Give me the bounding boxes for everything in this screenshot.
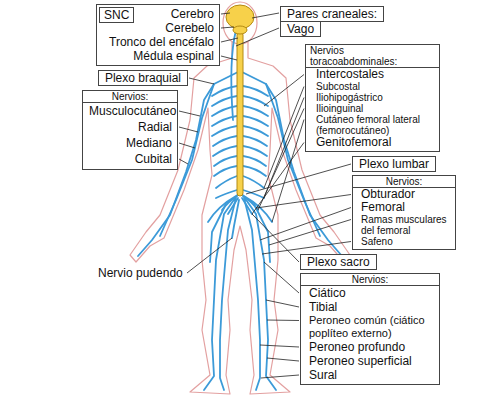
- plexus-box: Plexo sacro: [300, 254, 377, 270]
- leg-nerves: [204, 194, 238, 390]
- cns-box: SNCCerebroCerebeloTronco del encéfaloMéd…: [96, 4, 220, 66]
- heading-text: Nervios:: [301, 274, 439, 285]
- heading-text: Pares craneales:: [281, 7, 383, 21]
- nerve-name: Radial: [83, 119, 177, 135]
- group-heading: Nervios:: [301, 274, 439, 286]
- heading-text: Nervios toracoabdominales:: [306, 45, 414, 67]
- nerve-list-box: Nervios toracoabdominales:IntercostalesS…: [305, 44, 440, 152]
- nerve-name: Médula espinal: [97, 49, 219, 63]
- nerve-label: Nervio pudendo: [96, 266, 185, 280]
- nerve-name: Obturador: [353, 188, 455, 201]
- leader-line: [252, 214, 299, 378]
- leader-line: [252, 75, 304, 223]
- nerve-name: Ciático: [301, 286, 439, 300]
- nerve-name: Peroneo profundo: [301, 340, 439, 354]
- group-box: Pares craneales:: [280, 6, 384, 22]
- intercostal-nerves: [212, 86, 237, 188]
- nerve-name: Vago: [281, 22, 320, 36]
- nerve-name: Mediano: [83, 135, 177, 151]
- cerebellum: [233, 26, 247, 34]
- spinal-cord: [237, 32, 243, 196]
- nerve-name: Sural: [301, 368, 439, 382]
- cns-tag: SNC: [99, 7, 134, 23]
- group-heading: Nervios:: [353, 176, 455, 188]
- pudendal-nerve: [232, 200, 239, 238]
- nerve-name: Tronco del encéfalo: [97, 35, 219, 49]
- nerve-name: Ilioinguinal: [306, 103, 439, 114]
- group-heading: Nervios toracoabdominales:: [306, 45, 439, 68]
- nerve-name: Peroneo superficial: [301, 354, 439, 368]
- nerve-box: Vago: [280, 21, 321, 37]
- nerve-name: Cerebro: [97, 7, 219, 21]
- nerve-list-box: Nervios:ObturadorFemoralRamas musculares…: [352, 175, 456, 250]
- nerve-name: Safeno: [353, 236, 455, 247]
- nerve-name: Subcostal: [306, 81, 439, 92]
- nerve-name: Cerebelo: [97, 21, 219, 35]
- brain: [226, 5, 254, 29]
- nerve-name: Tibial: [301, 300, 439, 314]
- plexus-box: Plexo braquial: [98, 70, 188, 86]
- nerve-name: Peroneo común (ciático poplíteo externo): [301, 314, 439, 340]
- nerve-name: Intercostales: [306, 68, 439, 81]
- leader-line: [246, 164, 351, 254]
- intercostal-nerves: [243, 86, 268, 188]
- leader-line: [179, 111, 200, 164]
- heading-text: Plexo sacro: [301, 255, 376, 269]
- nerve-name: Cubital: [83, 151, 177, 167]
- group-tag: SNC: [100, 8, 133, 22]
- nerve-name: Musculocutáneo: [83, 103, 177, 119]
- heading-text: Nervios:: [353, 176, 455, 187]
- leader-line: [189, 78, 214, 84]
- leader-line: [187, 238, 232, 273]
- nerve-name: Ramas musculares del femoral: [353, 214, 455, 236]
- heading-text: Plexo lumbar: [353, 157, 435, 171]
- leader-line: [221, 13, 238, 60]
- leader-line: [236, 13, 279, 46]
- nerve-name: Iliohipogástrico: [306, 92, 439, 103]
- plexus-box: Plexo lumbar: [352, 156, 436, 172]
- group-heading: Nervios:: [83, 91, 177, 103]
- nerve-list-box: Nervios:CiáticoTibialPeroneo común (ciát…: [300, 273, 440, 385]
- heading-text: Plexo braquial: [99, 71, 187, 85]
- nerve-name: Genitofemoral: [306, 136, 439, 149]
- leg-nerves: [242, 194, 276, 390]
- heading-text: Nervios:: [83, 91, 177, 102]
- nerve-list-box: Nervios:MusculocutáneoRadialMedianoCubit…: [82, 90, 178, 170]
- nerve-name: Femoral: [353, 201, 455, 214]
- nerve-name: Cutáneo femoral lateral (femorocutáneo): [306, 114, 439, 136]
